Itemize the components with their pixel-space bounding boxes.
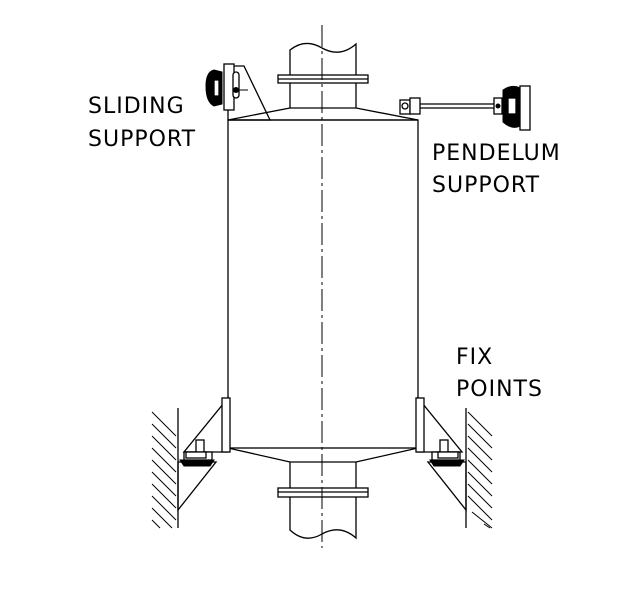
top-flange	[277, 74, 369, 108]
sliding-support	[205, 63, 272, 121]
label-fix-2: POINTS	[456, 377, 543, 402]
bottom-pipe	[289, 497, 357, 540]
fix-point-left	[151, 396, 231, 529]
vessel-body	[227, 119, 419, 449]
pendelum-support	[399, 85, 531, 131]
label-fix-1: FIX	[456, 345, 493, 370]
bottom-flange	[277, 462, 369, 498]
top-cone	[227, 107, 419, 121]
label-pendelum-1: PENDELUM	[432, 141, 561, 166]
label-sliding-2: SUPPORT	[88, 127, 196, 152]
bottom-cone	[227, 447, 419, 463]
label-sliding-1: SLIDING	[88, 94, 185, 119]
fix-point-right	[415, 396, 493, 529]
label-pendelum-2: SUPPORT	[432, 173, 540, 198]
